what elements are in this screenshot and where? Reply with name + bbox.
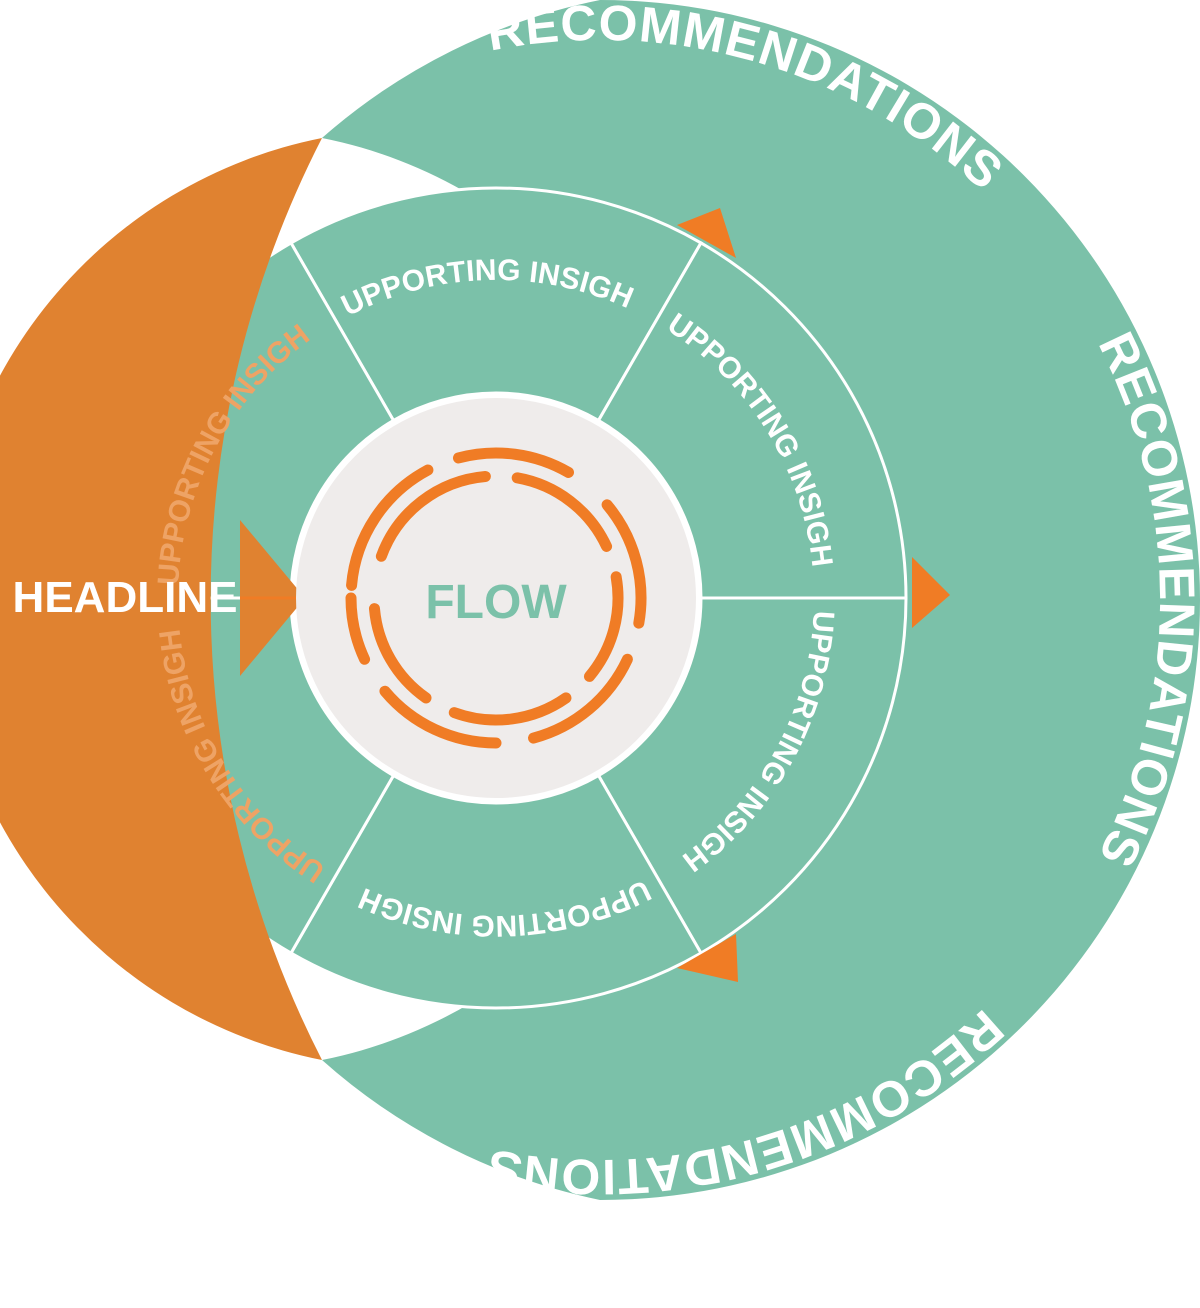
supporting-insights-segment [288, 186, 704, 423]
supporting-insights-segment [288, 773, 704, 1010]
supporting-insights-segment [596, 596, 908, 956]
arrow-top [677, 208, 736, 258]
arrow-bottom [677, 934, 738, 982]
arrow-right [912, 557, 950, 628]
swirl-arc [452, 447, 574, 478]
swirl-arc [511, 472, 613, 552]
swirl-arc [346, 464, 434, 591]
swirl-arc [583, 571, 624, 682]
swirl-arc [379, 685, 502, 749]
headline-label: HEADLINE [13, 573, 238, 622]
swirl-arc [528, 653, 633, 744]
headline-crescent [0, 138, 322, 1060]
swirl-arc [448, 692, 572, 726]
center-label: FLOW [425, 576, 567, 629]
flow-swirl-icon [345, 447, 647, 749]
swirl-arc [345, 592, 371, 665]
supporting-insights-segment [596, 240, 908, 600]
swirl-arc [601, 499, 647, 629]
swirl-arc [368, 603, 432, 704]
swirl-arc [375, 470, 491, 562]
